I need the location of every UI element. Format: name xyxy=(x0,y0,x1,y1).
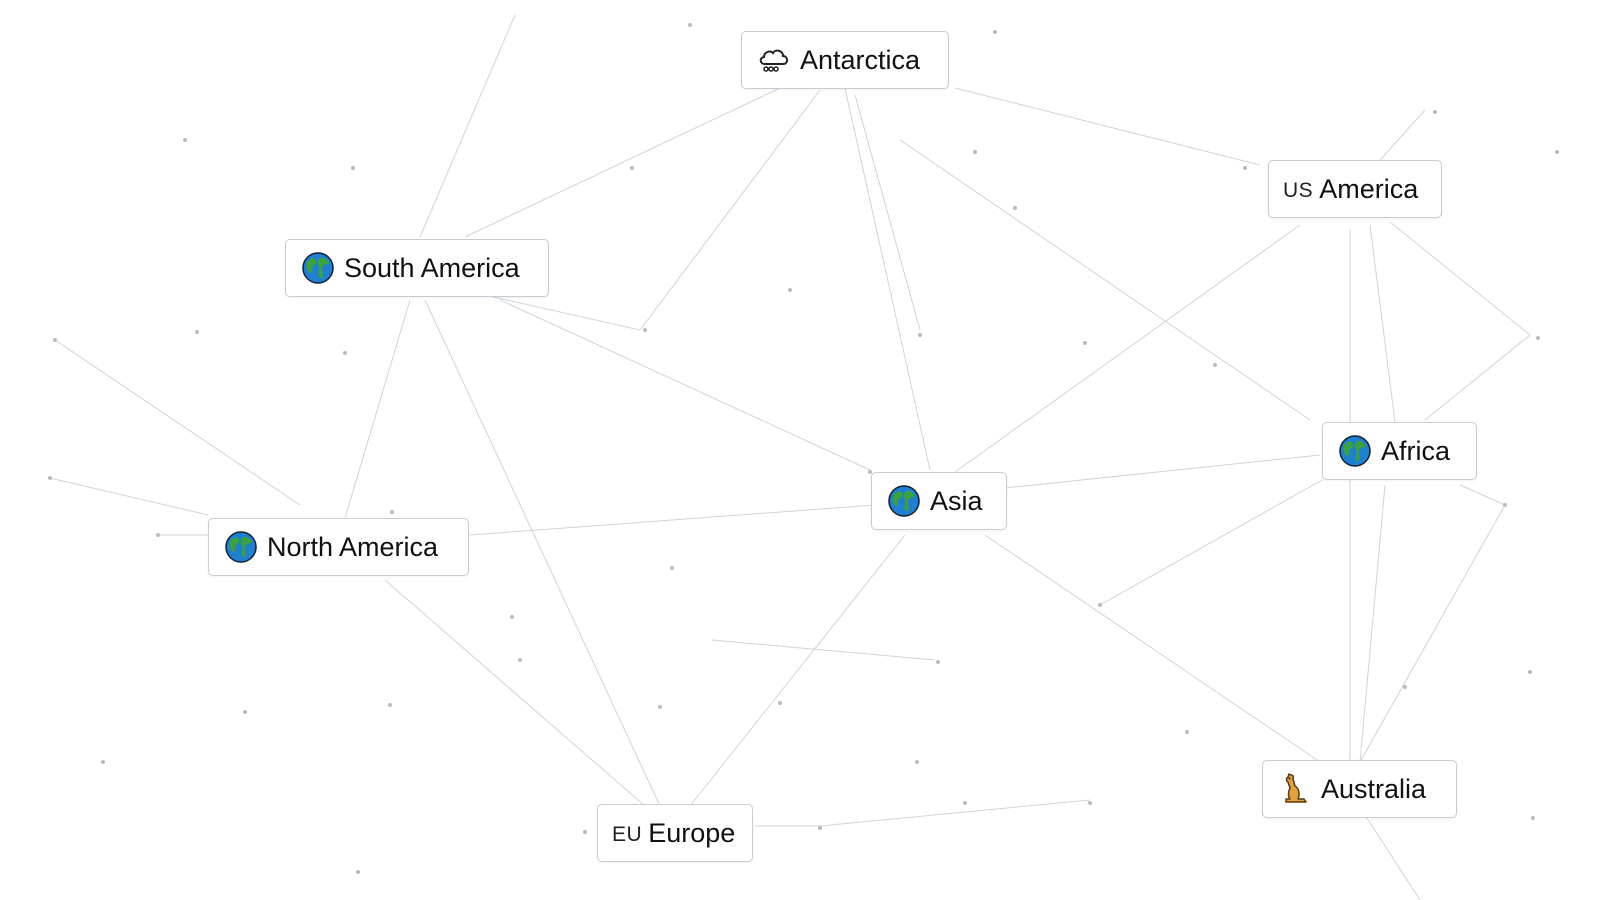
background-dot xyxy=(1088,801,1092,805)
element-label: Europe xyxy=(648,817,736,848)
connection-line xyxy=(424,299,661,807)
connection-line xyxy=(984,534,1321,763)
connection-line xyxy=(689,534,906,807)
connection-line xyxy=(344,299,411,519)
connection-line xyxy=(954,224,1301,473)
globe-icon xyxy=(300,250,336,286)
connection-line xyxy=(711,639,936,661)
background-dot xyxy=(101,760,105,764)
globe-icon xyxy=(223,529,259,565)
element-label: Asia xyxy=(930,485,983,516)
background-dot xyxy=(1213,363,1217,367)
element-tile-south-america[interactable]: South America xyxy=(285,239,549,297)
background-dot xyxy=(390,510,394,514)
element-tile-asia[interactable]: Asia xyxy=(871,472,1007,530)
connection-line xyxy=(1004,454,1321,489)
connection-line xyxy=(639,89,821,331)
background-dot xyxy=(195,330,199,334)
connection-line xyxy=(469,504,876,536)
kangaroo-icon xyxy=(1277,771,1313,807)
connection-line xyxy=(844,87,931,471)
element-label: Antarctica xyxy=(800,44,921,75)
background-dot xyxy=(788,288,792,292)
background-dot xyxy=(53,338,57,342)
background-dot xyxy=(1403,685,1407,689)
connection-line xyxy=(1364,814,1421,900)
connection-line xyxy=(1459,484,1506,506)
globe-icon xyxy=(886,483,922,519)
background-dot xyxy=(993,30,997,34)
connection-line xyxy=(1379,109,1426,161)
element-label: America xyxy=(1319,173,1419,204)
background-dot xyxy=(510,615,514,619)
background-dot xyxy=(48,476,52,480)
element-tile-antarctica[interactable]: Antarctica xyxy=(741,31,949,89)
connection-line xyxy=(54,339,301,506)
background-dot xyxy=(778,701,782,705)
connection-line xyxy=(499,299,871,471)
background-dot xyxy=(1083,341,1087,345)
background-dot xyxy=(351,166,355,170)
element-label: South America xyxy=(344,252,520,283)
connection-line xyxy=(49,477,209,516)
connection-line xyxy=(899,139,1311,421)
background-dot xyxy=(1243,166,1247,170)
background-dot xyxy=(388,703,392,707)
background-dot xyxy=(688,23,692,27)
background-dot xyxy=(818,826,822,830)
background-dot xyxy=(658,705,662,709)
element-tile-europe[interactable]: EU Europe xyxy=(597,804,753,862)
background-dot xyxy=(630,166,634,170)
connection-line xyxy=(1359,504,1506,763)
background-dot xyxy=(1433,110,1437,114)
background-dot xyxy=(963,801,967,805)
connection-line xyxy=(819,799,1091,827)
connection-line xyxy=(384,579,646,807)
connection-line xyxy=(854,94,921,331)
background-dot xyxy=(918,333,922,337)
element-label: Africa xyxy=(1381,435,1451,466)
background-dot xyxy=(1555,150,1559,154)
connection-line xyxy=(1389,221,1531,336)
connection-line xyxy=(1099,479,1323,606)
background-dot xyxy=(243,710,247,714)
connection-line xyxy=(1424,334,1531,421)
background-dot xyxy=(915,760,919,764)
element-label: North America xyxy=(267,531,439,562)
background-dot xyxy=(1528,670,1532,674)
background-dot xyxy=(936,660,940,664)
element-tile-australia[interactable]: Australia xyxy=(1262,760,1457,818)
background-dot xyxy=(1098,603,1102,607)
background-dot xyxy=(1185,730,1189,734)
globe-icon xyxy=(1337,433,1373,469)
element-tile-america[interactable]: US America xyxy=(1268,160,1442,218)
element-label: Australia xyxy=(1321,773,1427,804)
connection-line xyxy=(1369,224,1396,423)
connection-line xyxy=(464,87,781,238)
flag-us-icon: US xyxy=(1283,179,1314,202)
background-dot xyxy=(156,533,160,537)
connection-line xyxy=(1359,484,1386,763)
background-dot xyxy=(973,150,977,154)
background-dot xyxy=(356,870,360,874)
element-tile-africa[interactable]: Africa xyxy=(1322,422,1477,480)
connection-line xyxy=(419,14,516,238)
cloud-snow-icon xyxy=(756,42,792,78)
background-dot xyxy=(670,566,674,570)
background-dot xyxy=(643,328,647,332)
background-dot xyxy=(1503,503,1507,507)
background-dot xyxy=(1536,336,1540,340)
background-dot xyxy=(583,830,587,834)
connection-line xyxy=(954,87,1261,166)
background-dot xyxy=(518,658,522,662)
background-dot xyxy=(343,351,347,355)
element-tile-north-america[interactable]: North America xyxy=(208,518,469,576)
background-dot xyxy=(1013,206,1017,210)
background-dot xyxy=(1531,816,1535,820)
flag-eu-icon: EU xyxy=(612,823,643,846)
background-dot xyxy=(183,138,187,142)
